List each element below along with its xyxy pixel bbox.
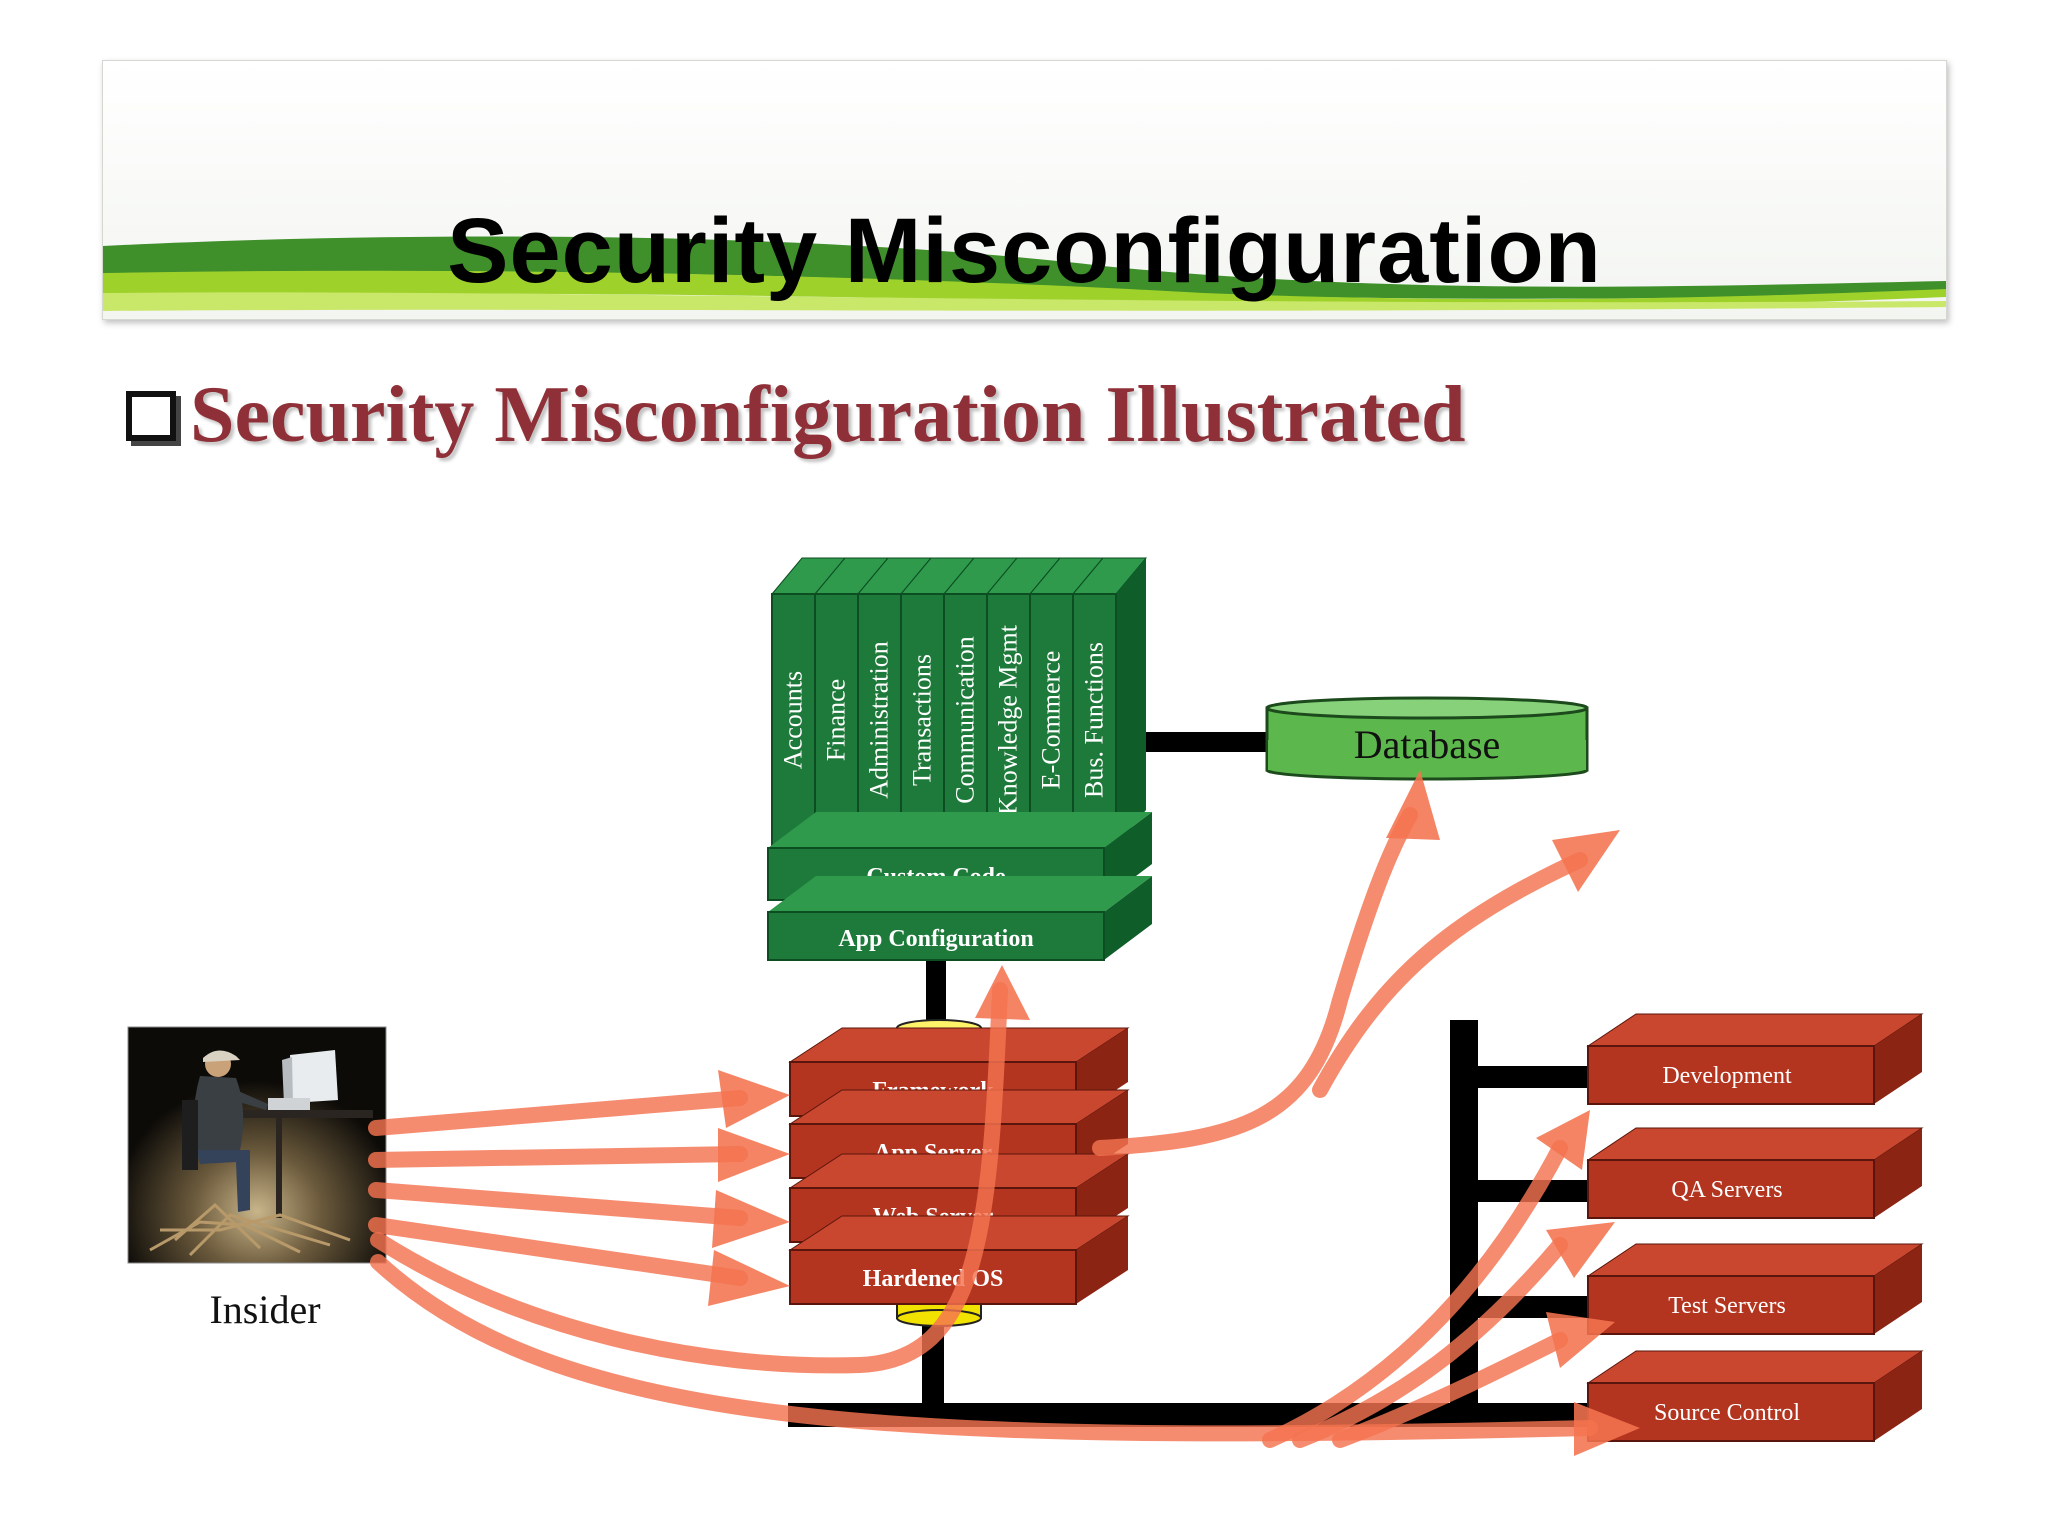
arrow-to-business-tier	[1312, 852, 1588, 1098]
arrow-to-app-server	[368, 1146, 748, 1168]
insider-photo: Insider	[127, 1026, 387, 1332]
arrowhead-qa	[1546, 1222, 1615, 1278]
arrowhead-app-configuration	[975, 965, 1030, 1020]
title-banner: Security Misconfiguration	[102, 60, 1947, 320]
bus-to-development	[1475, 1066, 1590, 1088]
server-label: Source Control	[1654, 1400, 1800, 1426]
server-box: Source Control	[1586, 1350, 1924, 1442]
slide-title: Security Misconfiguration	[447, 200, 1602, 302]
arrowhead-business-tier	[1552, 830, 1620, 892]
arrowhead-database	[1386, 770, 1440, 840]
arrowhead-hardened-os	[708, 1250, 790, 1306]
arrowhead-app-server	[718, 1128, 790, 1182]
server-label: Test Servers	[1668, 1293, 1786, 1319]
server-label: QA Servers	[1671, 1177, 1782, 1203]
arrowhead-web-server	[712, 1190, 790, 1248]
app-configuration-label: App Configuration	[838, 926, 1033, 952]
app-to-database-connector	[1126, 732, 1270, 752]
server-box: QA Servers	[1586, 1127, 1924, 1219]
arrow-to-test	[1332, 1332, 1568, 1448]
app-configuration-layer: App Configuration	[767, 876, 1152, 961]
arrow-to-qa	[1292, 1237, 1568, 1448]
banner-stripes	[103, 236, 1946, 311]
app-modules: Accounts Finance Administration Transaction…	[770, 557, 1148, 847]
arrowhead-framework	[718, 1070, 790, 1128]
arrowhead-development	[1536, 1110, 1590, 1170]
module-label: Bus. Functions	[1080, 642, 1109, 798]
module-label: Communication	[951, 636, 980, 804]
module-label: Finance	[822, 679, 851, 761]
platform-layer: Hardened OS	[788, 1215, 1130, 1305]
module-column: Bus. Functions	[1071, 557, 1148, 847]
bus-to-source-control	[1475, 1403, 1590, 1425]
database-label: Database	[1354, 722, 1501, 767]
slide-subtitle: Security Misconfiguration Illustrated	[126, 370, 1465, 461]
arrowhead-test	[1546, 1312, 1615, 1368]
checkbox-bullet-icon	[126, 390, 176, 441]
arrow-to-web-server	[368, 1182, 748, 1226]
module-label: Transactions	[908, 654, 937, 786]
module-label: Accounts	[779, 671, 808, 769]
insider-label: Insider	[209, 1287, 320, 1332]
server-label: Development	[1662, 1063, 1792, 1089]
database: Database	[1265, 696, 1589, 781]
module-label: Administration	[865, 641, 894, 798]
module-label: E-Commerce	[1037, 651, 1066, 790]
attack-arrows	[368, 770, 1640, 1456]
arrow-to-hardened-os	[368, 1217, 748, 1286]
arrow-to-app-configuration	[370, 982, 1008, 1374]
server-box: Development	[1586, 1013, 1924, 1105]
arrowhead-source-control	[1574, 1402, 1640, 1456]
platform-layer-label: Hardened OS	[863, 1266, 1004, 1292]
app-layers: Custom Code App Configuration	[767, 812, 1152, 961]
module-label: Knowledge Mgmt	[994, 624, 1023, 815]
arrow-to-framework	[368, 1090, 748, 1136]
server-box: Test Servers	[1586, 1243, 1924, 1335]
arrow-to-database	[1092, 807, 1418, 1156]
subtitle-text: Security Misconfiguration Illustrated	[190, 371, 1466, 459]
arrow-to-development	[1262, 1140, 1568, 1448]
